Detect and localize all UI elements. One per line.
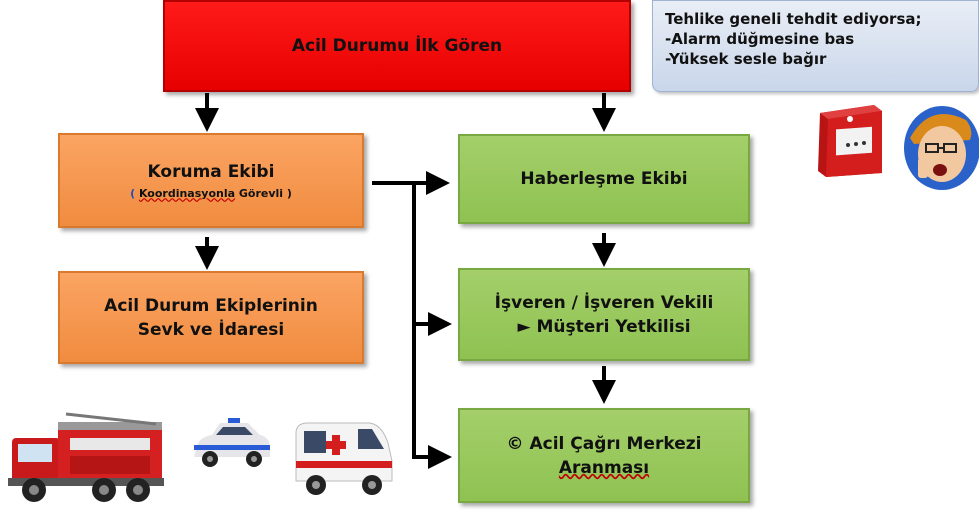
ambulance-icon: [295, 422, 393, 495]
notice-line-3: -Yüksek sesle bağır: [665, 50, 827, 68]
first-witness-label: Acil Durumu İlk Gören: [291, 36, 503, 56]
sevk-idare-box: Acil Durum Ekiplerinin Sevk ve İdaresi: [58, 271, 364, 364]
fire-truck-icon: [8, 412, 164, 502]
isveren-line-1: İşveren / İşveren Vekili: [494, 292, 714, 313]
koruma-sub-open: (: [130, 186, 139, 200]
cagri-line-1: © Acil Çağrı Merkezi: [506, 433, 702, 454]
koruma-sub-rest: Görevli ): [235, 186, 292, 200]
haberlesme-ekibi-box: Haberleşme Ekibi: [458, 134, 750, 224]
koruma-ekibi-box: Koruma Ekibi ( Koordinasyonla Görevli ): [58, 133, 364, 228]
sevk-line-1: Acil Durum Ekiplerinin: [104, 295, 318, 316]
isveren-line-2: ► Müşteri Yetkilisi: [517, 316, 691, 337]
koruma-sub-keyword: Koordinasyonla: [138, 186, 236, 200]
notice-line-1: Tehlike geneli tehdit ediyorsa;: [665, 10, 922, 28]
notice-line-2: -Alarm düğmesine bas: [665, 30, 855, 48]
cagri-line-2: Aranması: [558, 457, 650, 478]
koruma-ekibi-subtitle: ( Koordinasyonla Görevli ): [130, 186, 292, 202]
koruma-ekibi-title: Koruma Ekibi: [147, 161, 275, 182]
first-witness-box: Acil Durumu İlk Gören: [163, 0, 631, 92]
notice-box: Tehlike geneli tehdit ediyorsa; -Alarm d…: [652, 0, 979, 92]
sevk-line-2: Sevk ve İdaresi: [137, 319, 285, 340]
isveren-box: İşveren / İşveren Vekili ► Müşteri Yetki…: [458, 268, 750, 361]
police-car-icon: [194, 418, 270, 467]
acil-cagri-box: © Acil Çağrı Merkezi Aranması: [458, 408, 750, 503]
fire-alarm-button-icon: [818, 105, 882, 177]
shouting-person-icon: [904, 106, 979, 190]
haberlesme-label: Haberleşme Ekibi: [520, 169, 688, 189]
